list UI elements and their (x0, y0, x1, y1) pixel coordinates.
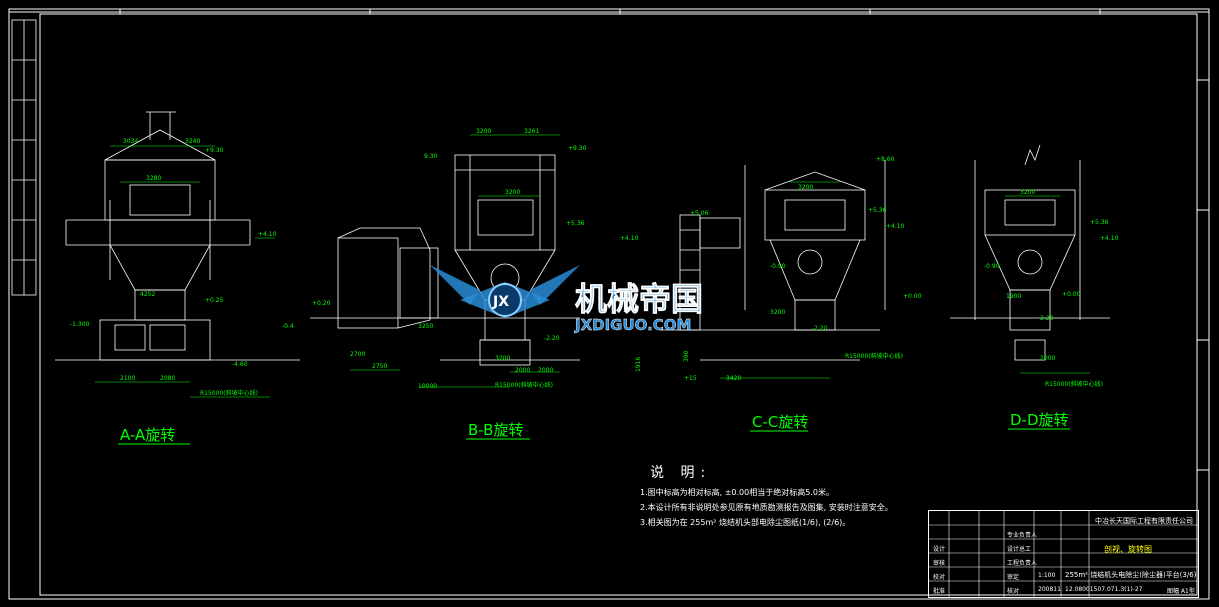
dim-b-2: 3261 (524, 128, 539, 135)
dim-a-5: +4.10 (258, 231, 277, 238)
dim-b-12: 2700 (350, 351, 365, 358)
title-block-grid (929, 511, 1198, 597)
dim-b-16: 2000 (538, 367, 553, 374)
dim-b-19: 390 (683, 350, 690, 362)
dim-c-11: +15 (684, 375, 697, 382)
view-b-section (310, 154, 580, 366)
tb-company: 中冶长天国际工程有限责任公司 (1095, 517, 1193, 525)
view-d-section (950, 144, 1110, 361)
dim-b-4: +9.30 (568, 145, 587, 152)
view-b-title: B-B旋转 (468, 421, 523, 439)
dim-a-10: 2100 (120, 375, 135, 382)
title-block: 设计 审核 校对 批准 专业负责人 设计总工 工程负责人 审定 核对 1:100… (928, 510, 1199, 598)
dim-c-5: +4.10 (886, 223, 905, 230)
tb-row-label: 批准 (933, 588, 946, 595)
tb-date: 200811 (1038, 586, 1061, 593)
dim-a-4: 3280 (146, 175, 161, 182)
dim-c-9: -2.20 (812, 325, 828, 332)
view-b-dims (350, 134, 560, 388)
view-d-dims (1005, 195, 1090, 374)
dim-b-6: +5.36 (566, 220, 585, 227)
view-a-dims (95, 145, 275, 398)
dim-d-8: 2000 (1040, 355, 1055, 362)
tb-sheet: 图幅 A1型 (1167, 588, 1195, 595)
frame-ticks (119, 9, 1209, 471)
view-titles: A-A旋转 B-B旋转 C-C旋转 D-D旋转 (120, 411, 1069, 444)
notes-heading: 说 明: (650, 465, 712, 481)
dim-d-3: +4.10 (1100, 235, 1119, 242)
tb-row-label: 校对 (933, 574, 946, 581)
dim-b-7: +4.10 (620, 235, 639, 242)
notes-block: 说 明: 1.图中标高为相对标高, ±0.00相当于绝对标高5.0米。 2.本设… (640, 466, 893, 530)
dim-a-3: +9.30 (205, 147, 224, 154)
dim-c-2: +8.60 (876, 156, 895, 163)
dim-d-6: 1900 (1006, 293, 1021, 300)
watermark-main: 机械帝国 (575, 280, 703, 318)
tb-row-label: 审核 (933, 560, 946, 567)
tb-mid-label: 核对 (1007, 588, 1020, 595)
revision-strip (11, 19, 37, 296)
dim-a-7: +0.25 (205, 297, 224, 304)
dim-d-4: -0.90 (984, 263, 1000, 270)
dim-a-8: -1.300 (70, 321, 90, 328)
view-c-title: C-C旋转 (752, 413, 808, 431)
tb-mid-label: 设计总工 (1007, 546, 1032, 553)
dim-b-11: -2.20 (544, 335, 560, 342)
dim-labels: 3034 3240 +9.30 3280 +4.10 4252 +0.25 -1… (70, 128, 1119, 397)
tb-mid-label: 工程负责人 (1007, 560, 1038, 567)
tb-scale: 1:100 (1038, 572, 1056, 579)
dim-a-12: R15000(斜坡中心线) (200, 389, 258, 397)
dim-a-1: 3034 (123, 138, 138, 145)
dim-b-10: 3250 (418, 323, 433, 330)
note-item: 3.相关图为在 255m² 烧结机头部电除尘图纸(1/6), (2/6)。 (640, 518, 851, 527)
dim-c-12: R15000(斜坡中心线) (845, 352, 903, 360)
dim-b-18: R15000(斜坡中心线) (495, 381, 553, 389)
view-c-section (660, 160, 886, 361)
dim-a-9: -4.60 (232, 361, 248, 368)
dim-b-3: 9.30 (424, 153, 438, 160)
dim-b-15: 2000 (515, 367, 530, 374)
dim-a-2: 3240 (185, 138, 200, 145)
dim-b-5: 3200 (505, 189, 520, 196)
view-a-section (55, 111, 300, 361)
watermark-badge: JX (492, 294, 509, 310)
view-a-title: A-A旋转 (120, 426, 175, 444)
dim-c-13: 1916 (635, 357, 642, 372)
tb-mid-label: 审定 (1007, 574, 1020, 581)
view-d-title: D-D旋转 (1010, 411, 1069, 429)
tb-drawing-no: 12.08001507.071.3(1)-27 (1065, 586, 1143, 593)
view-title-underlines (118, 428, 1070, 445)
watermark-logo: JX 机械帝国 JXDIGUO.COM (430, 265, 703, 334)
dim-d-5: +0.00 (1062, 291, 1081, 298)
note-item: 2.本设计所有非说明处参见原有地质勘测报告及图集, 安装时注意安全。 (640, 503, 893, 512)
dim-c-6: -0.90 (770, 263, 786, 270)
dim-a-6: 4252 (140, 291, 155, 298)
dim-d-2: +5.36 (1090, 219, 1109, 226)
dim-c-4: +5.36 (868, 207, 887, 214)
tb-mid-label: 专业负责人 (1007, 532, 1038, 539)
tb-drawing-name: 剖视、旋转图 (1104, 545, 1152, 554)
dim-d-9: R15000(斜坡中心线) (1045, 380, 1103, 388)
dim-b-13: 2750 (372, 363, 387, 370)
dim-c-7: +0.00 (903, 293, 922, 300)
dim-b-1: 3200 (476, 128, 491, 135)
watermark-sub: JXDIGUO.COM (574, 316, 691, 334)
dim-b-14: 3200 (495, 355, 510, 362)
dim-d-7: -2.20 (1038, 315, 1054, 322)
sheet-frame (8, 8, 1210, 600)
tb-row-label: 设计 (933, 546, 946, 553)
dim-a-11: 2080 (160, 375, 175, 382)
view-c-dims (720, 181, 840, 379)
dim-c-3: +5.06 (690, 210, 709, 217)
dim-b-8: +0.20 (312, 300, 331, 307)
tb-description: 255m² 烧结机头电除尘(除尘器)平台(3/6) (1065, 571, 1197, 579)
dim-c-8: 3200 (770, 309, 785, 316)
dim-b-17: 10000 (418, 383, 437, 390)
dim-c-1: 3200 (798, 184, 813, 191)
dim-b-9: -0.4 (282, 323, 294, 330)
note-item: 1.图中标高为相对标高, ±0.00相当于绝对标高5.0米。 (640, 488, 834, 497)
dim-d-1: 3200 (1020, 189, 1035, 196)
dim-c-10: 3420 (726, 375, 741, 382)
